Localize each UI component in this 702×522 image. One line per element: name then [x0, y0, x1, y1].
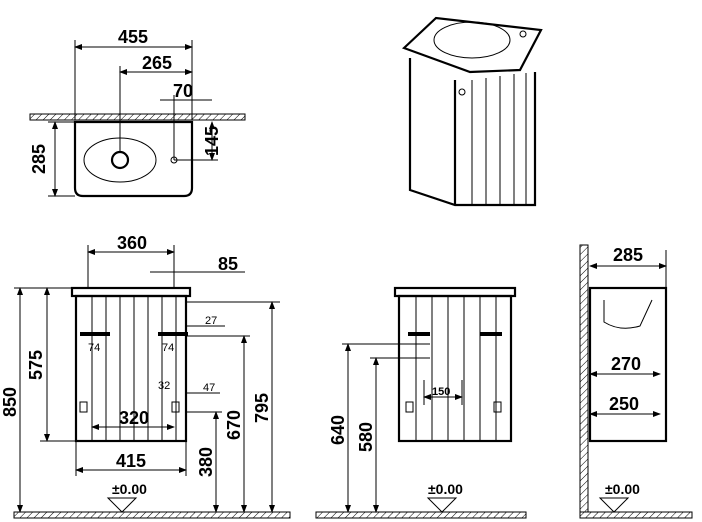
floor-front [13, 511, 291, 519]
dim-32: 32 [158, 380, 170, 392]
dim-47: 47 [203, 382, 215, 394]
dim-455: 455 [118, 27, 148, 47]
dim-150: 150 [432, 386, 450, 398]
dim-670: 670 [224, 410, 244, 440]
side-elevation: 285 270 250 ±0.00 [579, 244, 693, 519]
side-cabinet [588, 286, 668, 443]
dim-795: 795 [252, 393, 272, 423]
wall-hatch [29, 113, 246, 121]
dim-145: 145 [202, 126, 222, 156]
mounting-elevation: 150 640 580 ±0.00 [315, 286, 527, 519]
wall-side [579, 244, 589, 513]
dim-85: 85 [218, 254, 238, 274]
dim-850: 850 [0, 387, 20, 417]
floor-level-front: ±0.00 [112, 481, 147, 497]
drain-icon [110, 150, 130, 170]
dim-285: 285 [29, 144, 49, 174]
dim-380: 380 [196, 447, 216, 477]
countertop [401, 16, 543, 74]
dim-360: 360 [117, 233, 147, 253]
top-plan-view: 455 265 70 145 285 [29, 27, 246, 198]
dim-74-right: 74 [162, 342, 174, 354]
dim-265: 265 [142, 53, 172, 73]
front-elevation: 360 85 27 47 32 74 74 320 415 850 575 79… [0, 233, 291, 519]
basin-outline [73, 120, 194, 198]
dim-70: 70 [173, 81, 193, 101]
dim-270: 270 [611, 354, 641, 374]
front-cabinet [74, 294, 188, 443]
dim-250: 250 [609, 394, 639, 414]
floor-middle [315, 511, 527, 519]
dim-575: 575 [26, 350, 46, 380]
isometric-view [401, 16, 543, 207]
cabinet-body [408, 58, 537, 207]
floor-level-middle: ±0.00 [428, 481, 463, 497]
dim-580: 580 [356, 422, 376, 452]
dim-415: 415 [116, 451, 146, 471]
dim-285-side: 285 [613, 245, 643, 265]
iso-basin [433, 21, 511, 59]
dim-27: 27 [205, 315, 217, 327]
dim-320: 320 [119, 408, 149, 428]
dim-640: 640 [328, 415, 348, 445]
dim-74-left: 74 [88, 342, 100, 354]
floor-level-side: ±0.00 [605, 481, 640, 497]
middle-cabinet [397, 294, 513, 443]
floor-side [579, 511, 693, 519]
knob-icon [458, 88, 466, 96]
